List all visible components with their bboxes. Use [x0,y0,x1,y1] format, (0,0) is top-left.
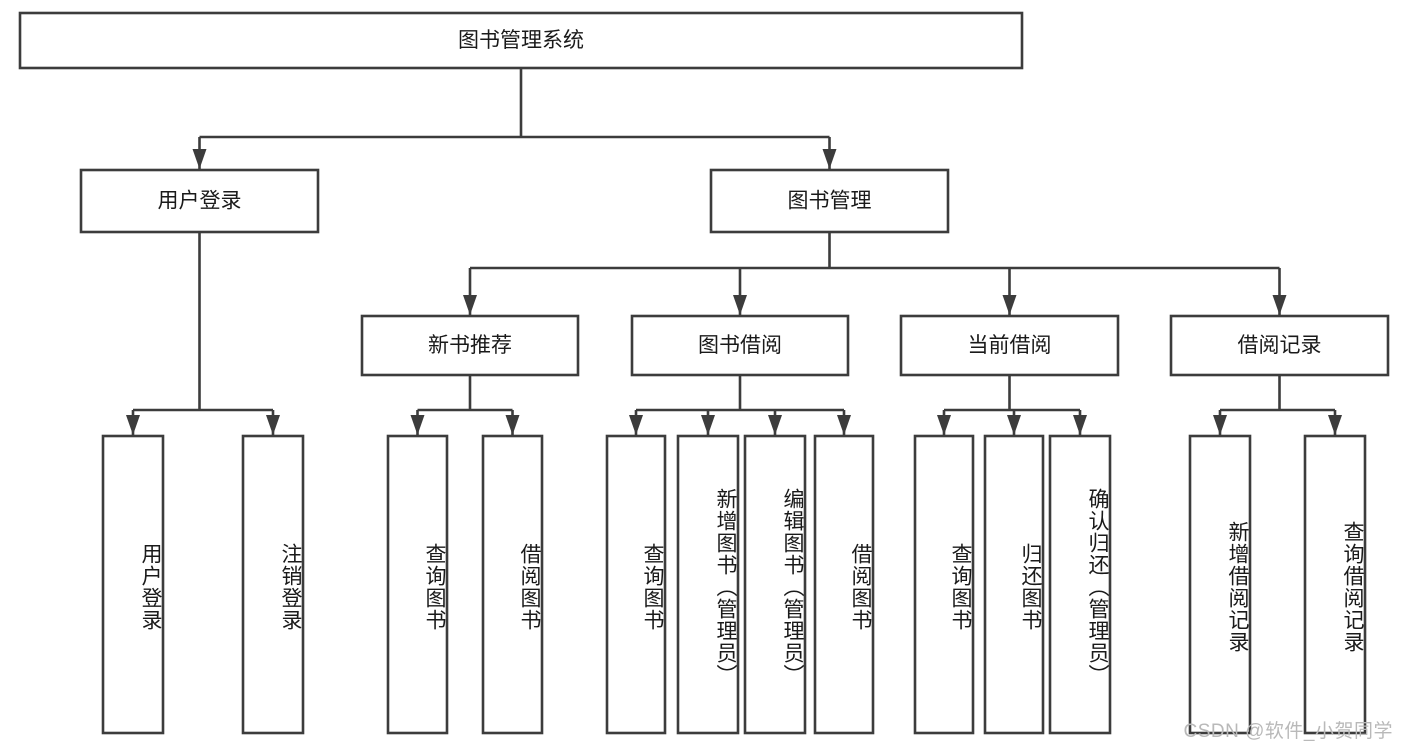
l3-0-to-leaves-arrow-1 [505,415,520,435]
l3-2-to-leaves-arrow-2 [1073,415,1087,435]
l3-2-to-leaves-arrow-0 [937,415,951,435]
node-编辑图书管理员-leaf-box-6[interactable] [743,434,807,735]
l3-2-to-leaves-arrow-1 [1007,415,1021,435]
l3-3-to-leaves-arrow-0 [1213,415,1227,435]
node-新增借阅记录-leaf-box-11[interactable] [1188,434,1252,735]
node-图书管理系统-root-label: 图书管理系统 [458,29,584,52]
node-图书管理系统-root-box[interactable] [18,11,1024,70]
mgmt-to-l3-arrow-0 [463,295,477,315]
node-图书借阅-l3-1-label: 图书借阅 [698,334,782,357]
l3-1-to-leaves-arrow-0 [629,415,643,435]
connector-lines [126,68,1342,435]
node-当前借阅-l3-2-label: 当前借阅 [968,334,1052,357]
node-查询图书-leaf-box-4[interactable] [605,434,667,735]
node-借阅记录-l3-box-3[interactable] [1169,314,1390,377]
node-当前借阅-l3-box-2[interactable] [899,314,1120,377]
root-to-l2-arrow-1 [822,149,837,169]
node-查询图书-leaf-box-2[interactable] [386,434,449,735]
node-查询借阅记录-leaf-box-12[interactable] [1303,434,1367,735]
node-用户登录-l2-box-0[interactable] [79,168,320,234]
node-注销登录-leaf-box-1[interactable] [241,434,305,735]
node-查询图书-leaf-box-8[interactable] [913,434,975,735]
login-to-leaves-arrow-0 [126,415,140,435]
mgmt-to-l3-arrow-3 [1272,295,1287,315]
node-确认归还管理员-leaf-box-10[interactable] [1048,434,1112,735]
node-图书借阅-l3-box-1[interactable] [630,314,850,377]
node-借阅图书-leaf-box-3[interactable] [481,434,544,735]
node-新书推荐-l3-box-0[interactable] [360,314,580,377]
l3-3-to-leaves-arrow-1 [1328,415,1342,435]
node-图书管理-l2-1-label: 图书管理 [788,190,872,213]
root-to-l2-arrow-0 [192,149,207,169]
l3-1-to-leaves-arrow-3 [837,415,851,435]
watermark-credit: CSDN @软件_小贺同学 [1183,721,1393,742]
mgmt-to-l3-arrow-1 [733,295,747,315]
node-借阅图书-leaf-box-7[interactable] [813,434,875,735]
login-to-leaves-arrow-1 [266,415,280,435]
node-图书管理-l2-box-1[interactable] [709,168,950,234]
node-新增图书管理员-leaf-box-5[interactable] [676,434,740,735]
node-boxes [18,11,1390,735]
node-用户登录-leaf-box-0[interactable] [101,434,165,735]
mgmt-to-l3-arrow-2 [1002,295,1017,315]
node-新书推荐-l3-0-label: 新书推荐 [428,334,512,357]
l3-1-to-leaves-arrow-1 [701,415,715,435]
l3-1-to-leaves-arrow-2 [768,415,782,435]
l3-0-to-leaves-arrow-0 [410,415,425,435]
node-借阅记录-l3-3-label: 借阅记录 [1238,334,1322,357]
node-归还图书-leaf-box-9[interactable] [983,434,1045,735]
node-用户登录-l2-0-label: 用户登录 [158,190,242,213]
